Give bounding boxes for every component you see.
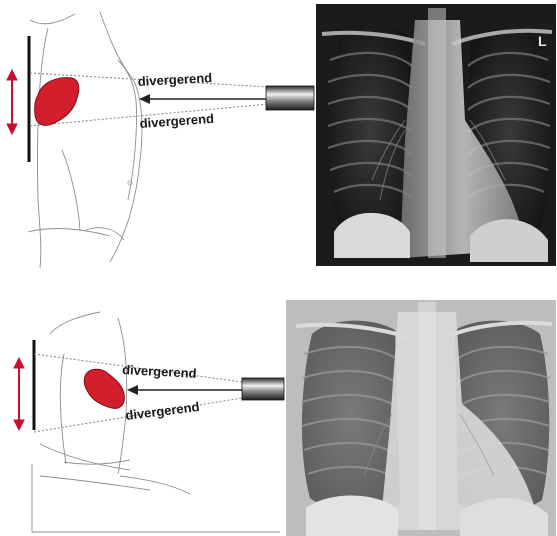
upper-divergerend-label: divergerend xyxy=(122,362,197,381)
body-outline xyxy=(28,12,142,268)
body-outline-reclined xyxy=(32,312,280,532)
bottom-panel: divergerend divergerend xyxy=(0,294,557,536)
lower-divergerend-label: divergerend xyxy=(125,399,201,423)
top-panel: divergerend divergerend xyxy=(0,0,557,270)
xray-side-marker: L xyxy=(538,33,547,49)
xray-tube xyxy=(266,86,314,110)
chest-xray-ap xyxy=(286,300,556,536)
heart-shape xyxy=(84,369,124,408)
bottom-diagram: divergerend divergerend xyxy=(0,294,557,536)
xray-tube xyxy=(242,378,284,400)
lower-divergerend-label: divergerend xyxy=(139,111,214,131)
upper-divergerend-label: divergerend xyxy=(137,70,212,89)
central-beam-arrow xyxy=(127,385,242,395)
size-arrow xyxy=(7,70,17,134)
central-beam-arrow xyxy=(139,94,266,104)
heart-shape xyxy=(35,78,79,126)
chest-xray-pa: L xyxy=(316,4,556,266)
top-diagram: divergerend divergerend xyxy=(0,0,557,270)
size-arrow xyxy=(14,358,24,430)
